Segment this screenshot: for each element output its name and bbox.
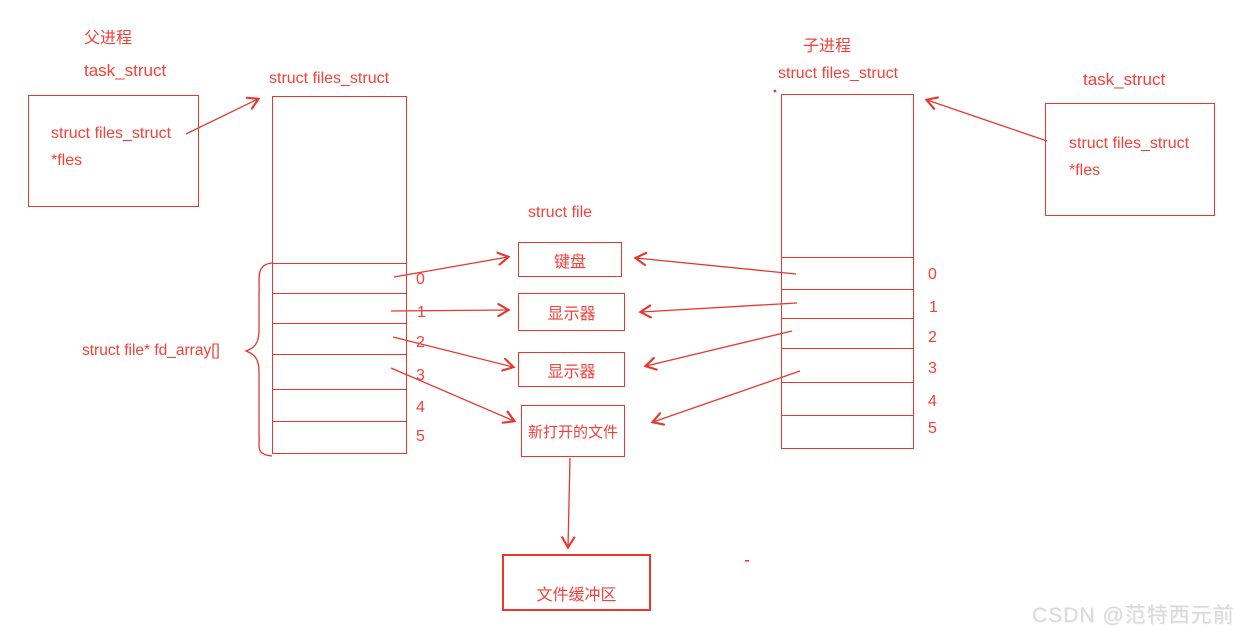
child-files-struct-label: struct files_struct bbox=[778, 65, 899, 82]
child-task-struct-label: task_struct bbox=[1083, 70, 1166, 89]
table-divider bbox=[273, 389, 406, 390]
parent-task-struct-label: task_struct bbox=[84, 61, 167, 80]
arrow-parent-fd2-to-monitor2 bbox=[392, 336, 513, 367]
parent-task-struct-box: struct files_struct *fles bbox=[28, 95, 199, 207]
file-monitor2-label: 显示器 bbox=[547, 363, 596, 381]
arrow-child-fd1-to-monitor1 bbox=[641, 302, 798, 312]
fd-array-brace bbox=[244, 262, 273, 457]
file-monitor1-box: 显示器 bbox=[518, 293, 625, 331]
file-newfile-box: 新打开的文件 bbox=[521, 405, 625, 457]
child-fd-index-5: 5 bbox=[928, 420, 937, 437]
child-fd-index-3: 3 bbox=[928, 360, 937, 377]
parent-files-struct-label: struct files_struct bbox=[269, 70, 390, 87]
file-monitor2-box: 显示器 bbox=[518, 352, 625, 387]
arrow-newfile-to-buffer bbox=[568, 457, 570, 547]
table-divider bbox=[782, 257, 913, 258]
table-divider bbox=[782, 415, 913, 416]
arrow-child-task-to-files bbox=[927, 100, 1048, 142]
parent-files-pointer-type: struct files_struct bbox=[51, 125, 172, 142]
table-divider bbox=[782, 318, 913, 319]
child-files-struct-table bbox=[781, 94, 914, 449]
file-keyboard-label: 键盘 bbox=[553, 253, 586, 271]
table-divider bbox=[273, 421, 406, 422]
file-buffer-label: 文件缓冲区 bbox=[536, 587, 617, 604]
stray-dot-middle bbox=[745, 560, 749, 562]
file-newfile-label: 新打开的文件 bbox=[527, 423, 618, 441]
parent-fd-index-5: 5 bbox=[416, 428, 425, 445]
file-buffer-box: 文件缓冲区 bbox=[502, 554, 651, 611]
arrow-child-fd2-to-monitor2 bbox=[646, 330, 793, 366]
file-keyboard-box: 键盘 bbox=[518, 242, 622, 277]
child-files-pointer-name: *fles bbox=[1069, 162, 1101, 179]
struct-file-section-label: struct file bbox=[528, 204, 593, 221]
parent-process-title: 父进程 bbox=[84, 30, 133, 47]
table-divider bbox=[273, 263, 406, 264]
parent-fd-index-0: 0 bbox=[416, 271, 425, 288]
table-divider bbox=[782, 348, 913, 349]
table-divider bbox=[273, 354, 406, 355]
parent-fd-index-3: 3 bbox=[416, 367, 425, 384]
child-fd-index-1: 1 bbox=[929, 299, 938, 316]
arrow-child-fd0-to-keyboard bbox=[636, 258, 797, 275]
child-task-struct-box: struct files_struct *fles bbox=[1045, 103, 1215, 216]
child-fd-index-4: 4 bbox=[928, 393, 937, 410]
arrow-child-fd3-to-newfile bbox=[653, 370, 801, 422]
child-files-pointer-type: struct files_struct bbox=[1069, 135, 1190, 152]
fd-array-label: struct file* fd_array[] bbox=[82, 342, 220, 359]
table-divider bbox=[782, 382, 913, 383]
table-divider bbox=[782, 289, 913, 290]
child-fd-index-2: 2 bbox=[928, 329, 937, 346]
arrow-parent-fd3-to-newfile bbox=[390, 367, 514, 421]
arrow-parent-fd1-to-monitor1 bbox=[390, 310, 508, 311]
parent-files-struct-table bbox=[272, 96, 407, 454]
file-monitor1-label: 显示器 bbox=[547, 306, 596, 323]
parent-fd-index-4: 4 bbox=[416, 399, 425, 416]
csdn-watermark: CSDN @范特西元前 bbox=[1032, 604, 1235, 627]
arrow-parent-fd0-to-keyboard bbox=[393, 257, 508, 278]
table-divider bbox=[273, 293, 406, 294]
table-divider bbox=[273, 323, 406, 324]
child-process-title: 子进程 bbox=[803, 38, 852, 55]
parent-files-pointer-name: *fles bbox=[51, 152, 83, 169]
parent-fd-index-2: 2 bbox=[416, 334, 425, 351]
parent-fd-index-1: 1 bbox=[417, 304, 426, 321]
stray-dot-top bbox=[773, 89, 777, 93]
child-fd-index-0: 0 bbox=[928, 266, 937, 283]
